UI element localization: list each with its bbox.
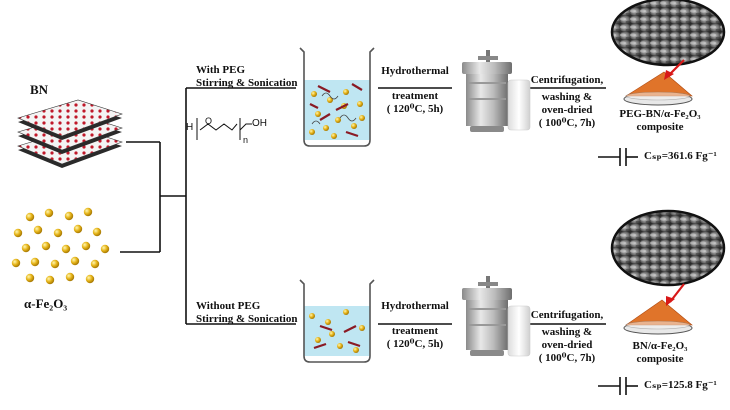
bn-label: BN	[30, 82, 49, 97]
bottom-product-line2: composite	[636, 353, 684, 365]
bottom-cent-line4: ( 100⁰C, 7h)	[538, 352, 596, 364]
bottom-hydro-line3: ( 120⁰C, 5h)	[386, 338, 444, 350]
top-cent-line1: Centrifugation,	[530, 74, 604, 86]
top-hydro-line1: Hydrothermal	[381, 65, 449, 77]
beaker-bottom-graphic	[299, 279, 375, 363]
capacitor-bottom	[598, 377, 638, 395]
beaker-top-graphic	[299, 47, 375, 147]
peg-n: n	[243, 135, 249, 145]
top-csp-value: Cₛₚ=361.6 Fg⁻¹	[644, 150, 717, 162]
bottom-hydro-line2: treatment	[391, 325, 439, 337]
top-hydro-line3: ( 120⁰C, 5h)	[386, 103, 444, 115]
peg-h: H	[186, 122, 194, 133]
route-connectors	[120, 87, 606, 325]
bottom-hydro-line1: Hydrothermal	[381, 300, 449, 312]
peg-o: O	[205, 116, 213, 126]
top-cent-line3: oven-dried	[541, 104, 593, 116]
top-condition-stirring: Stirring & Sonication	[196, 77, 298, 89]
top-condition-with-peg: With PEG	[196, 64, 246, 76]
bottom-product-line1: BN/α-Fe₂O₃	[632, 340, 688, 352]
top-product-line2: composite	[636, 121, 684, 133]
peg-oh: OH	[252, 118, 267, 129]
sem-image-top	[610, 0, 726, 67]
top-hydro-line2: treatment	[391, 90, 439, 102]
petri-dish-top	[623, 71, 693, 106]
peg-structure-graphic	[196, 118, 252, 140]
bottom-condition-stirring: Stirring & Sonication	[196, 313, 298, 325]
bottom-condition-without-peg: Without PEG	[196, 300, 261, 312]
bottom-cent-line1: Centrifugation,	[530, 309, 604, 321]
top-product-line1: PEG-BN/α-Fe₂O₃	[619, 108, 701, 120]
bottom-cent-line3: oven-dried	[541, 339, 593, 351]
fe2o3-particles-graphic	[11, 207, 110, 285]
sem-image-bottom	[610, 209, 726, 287]
fe2o3-label: α-Fe₂O₃	[24, 296, 68, 311]
bottom-csp-value: Cₛₚ=125.8 Fg⁻¹	[644, 379, 717, 391]
capacitor-top	[598, 148, 638, 166]
autoclave-top-graphic	[462, 50, 531, 132]
bn-stack-graphic	[17, 99, 123, 168]
petri-dish-bottom	[623, 299, 693, 335]
top-cent-line4: ( 100⁰C, 7h)	[538, 117, 596, 129]
sem-pointer-arrows	[664, 59, 685, 306]
autoclave-bottom-graphic	[462, 276, 531, 357]
bottom-cent-line2: washing &	[541, 326, 593, 338]
top-cent-line2: washing &	[541, 91, 593, 103]
